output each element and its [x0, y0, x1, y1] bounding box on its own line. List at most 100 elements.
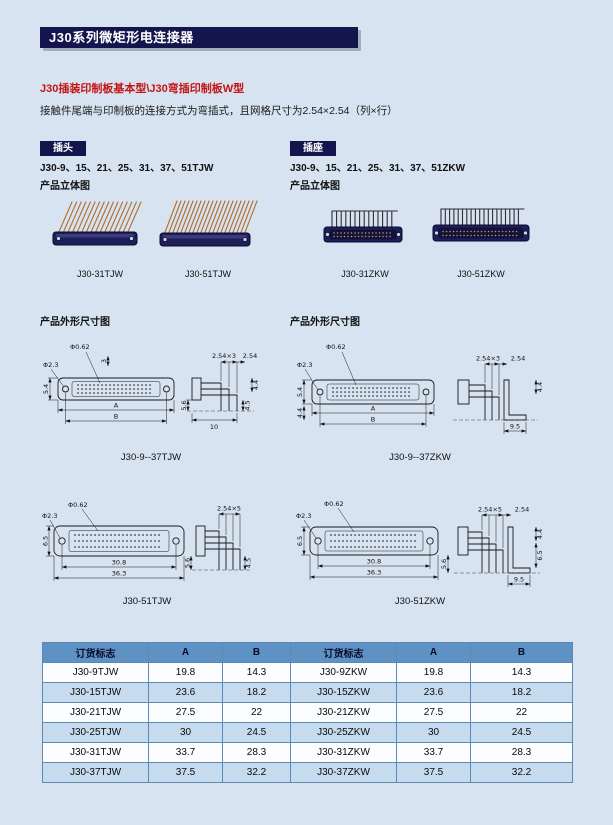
dim-label: 2.54	[515, 506, 529, 514]
table-row: J30-9TJW 19.8 14.3 J30-9ZKW 19.8 14.3	[42, 662, 573, 683]
dim-label: 4.5	[244, 400, 252, 410]
table-cell: 32.2	[222, 762, 291, 783]
plug-dim-label: 产品外形尺寸图	[40, 317, 110, 328]
drawing-caption: J30-9--37ZKW	[389, 452, 451, 463]
dim-label: 4.4	[296, 408, 304, 418]
socket-models: J30-9、15、21、25、31、37、51ZKW	[290, 163, 466, 174]
dim-label: Φ2.3	[296, 512, 311, 520]
dim-label: 2.54×5	[217, 505, 241, 513]
front-view	[309, 526, 439, 556]
table-cell: 30	[396, 722, 471, 743]
plug-view-label: 产品立体图	[40, 181, 90, 192]
dim-label: 6.5	[296, 536, 304, 546]
photo-j30-51tjw	[158, 194, 258, 266]
table-row: J30-31TJW 33.7 28.3 J30-31ZKW 33.7 28.3	[42, 742, 573, 763]
table-cell: 22	[222, 702, 291, 723]
mounting-hole	[396, 232, 401, 237]
table-cell: J30-31ZKW	[290, 742, 397, 763]
photo-caption: J30-51TJW	[184, 269, 231, 279]
table-row: J30-21TJW 27.5 22 J30-21ZKW 27.5 22	[42, 702, 573, 723]
table-row: J30-37TJW 37.5 32.2 J30-37ZKW 37.5 32.2	[42, 762, 573, 783]
connector-pins	[440, 208, 525, 226]
mounting-bracket	[503, 379, 527, 421]
dim-label: Φ2.3	[43, 361, 58, 369]
table-cell: 37.5	[148, 762, 223, 783]
dim-label: 6.5	[536, 550, 544, 560]
dim-label: 2.54×3	[476, 355, 500, 363]
dim-label: 5.4	[296, 387, 304, 397]
dim-label: 5.4	[42, 384, 50, 394]
col-header-order-mark: 订货标志	[290, 642, 397, 663]
connector-pins	[331, 210, 398, 228]
table-cell: J30-9TJW	[42, 662, 149, 683]
dim-label: Φ0.62	[70, 343, 90, 351]
table-cell: 19.8	[396, 662, 471, 683]
mounting-hole	[129, 236, 134, 241]
dim-label: 36.3	[112, 570, 126, 578]
plug-models: J30-9、15、21、25、31、37、51TJW	[40, 163, 214, 174]
mounting-hole	[523, 230, 528, 236]
dim-label: 2.54	[511, 355, 525, 363]
table-row: J30-15TJW 23.6 18.2 J30-15ZKW 23.6 18.2	[42, 682, 573, 703]
photo-caption: J30-51ZKW	[457, 269, 505, 279]
dim-label: Φ0.62	[324, 500, 344, 508]
drawing-zkw-51: Φ0.62 Φ2.3 6.5 30.8 36.3 5.6	[296, 497, 544, 592]
photo-j30-51zkw	[425, 194, 537, 266]
table-cell: 14.3	[470, 662, 573, 683]
photo-j30-31tjw	[50, 194, 150, 266]
table-cell: 28.3	[470, 742, 573, 763]
socket-view-label: 产品立体图	[290, 181, 340, 192]
dim-label: 4.5	[245, 558, 253, 568]
dim-label: Φ2.3	[42, 512, 57, 520]
dim-label: Φ0.62	[68, 501, 88, 509]
order-table: 订货标志 A B 订货标志 A B J30-9TJW 19.8 14.3 J30…	[42, 642, 573, 783]
dim-label: Φ0.62	[326, 343, 346, 351]
mounting-hole	[56, 236, 61, 241]
dim-label: 2.54×5	[478, 506, 502, 514]
page-title: J30系列微矩形电连接器	[40, 27, 358, 48]
photo-caption: J30-31ZKW	[341, 269, 389, 279]
front-view	[57, 377, 175, 401]
table-cell: 23.6	[148, 682, 223, 703]
dim-label: 5.6	[180, 400, 188, 410]
dim-label: 4.4	[252, 380, 260, 390]
mounting-bracket	[507, 526, 531, 574]
table-cell: 33.7	[396, 742, 471, 763]
col-header-order-mark: 订货标志	[42, 642, 149, 663]
dim-label: 5.6	[440, 559, 448, 569]
insulator-face	[438, 227, 524, 239]
col-header-b: B	[222, 642, 291, 663]
table-cell: 22	[470, 702, 573, 723]
table-cell: J30-9ZKW	[290, 662, 397, 683]
table-cell: J30-21ZKW	[290, 702, 397, 723]
connector-body	[159, 232, 251, 247]
table-cell: 27.5	[148, 702, 223, 723]
table-cell: 24.5	[470, 722, 573, 743]
dim-label: B	[114, 413, 118, 421]
plug-header-bar: 插头	[40, 141, 86, 156]
section-title: J30插装印制板基本型\J30弯插印制板W型	[40, 83, 245, 95]
table-cell: 27.5	[396, 702, 471, 723]
dim-label: 4.4	[536, 382, 544, 392]
side-view	[454, 526, 540, 574]
table-cell: 30	[148, 722, 223, 743]
mounting-hole	[242, 237, 248, 242]
photo-j30-31zkw	[315, 194, 415, 266]
socket-header-bar: 插座	[290, 141, 336, 156]
dim-label: 10	[210, 423, 218, 431]
table-cell: J30-21TJW	[42, 702, 149, 723]
col-header-a: A	[396, 642, 471, 663]
mounting-hole	[434, 230, 439, 236]
col-header-b: B	[470, 642, 573, 663]
table-cell: J30-25ZKW	[290, 722, 397, 743]
connector-body	[52, 231, 138, 246]
col-header-a: A	[148, 642, 223, 663]
drawing-caption: J30-51TJW	[122, 596, 172, 607]
dim-label: 30.8	[112, 559, 126, 567]
table-cell: 24.5	[222, 722, 291, 743]
dim-label: 3	[100, 359, 108, 363]
table-cell: J30-37ZKW	[290, 762, 397, 783]
dim-label: A	[371, 405, 376, 413]
dim-label: 9.5	[514, 576, 524, 584]
table-header-row: 订货标志 A B 订货标志 A B	[42, 642, 573, 663]
